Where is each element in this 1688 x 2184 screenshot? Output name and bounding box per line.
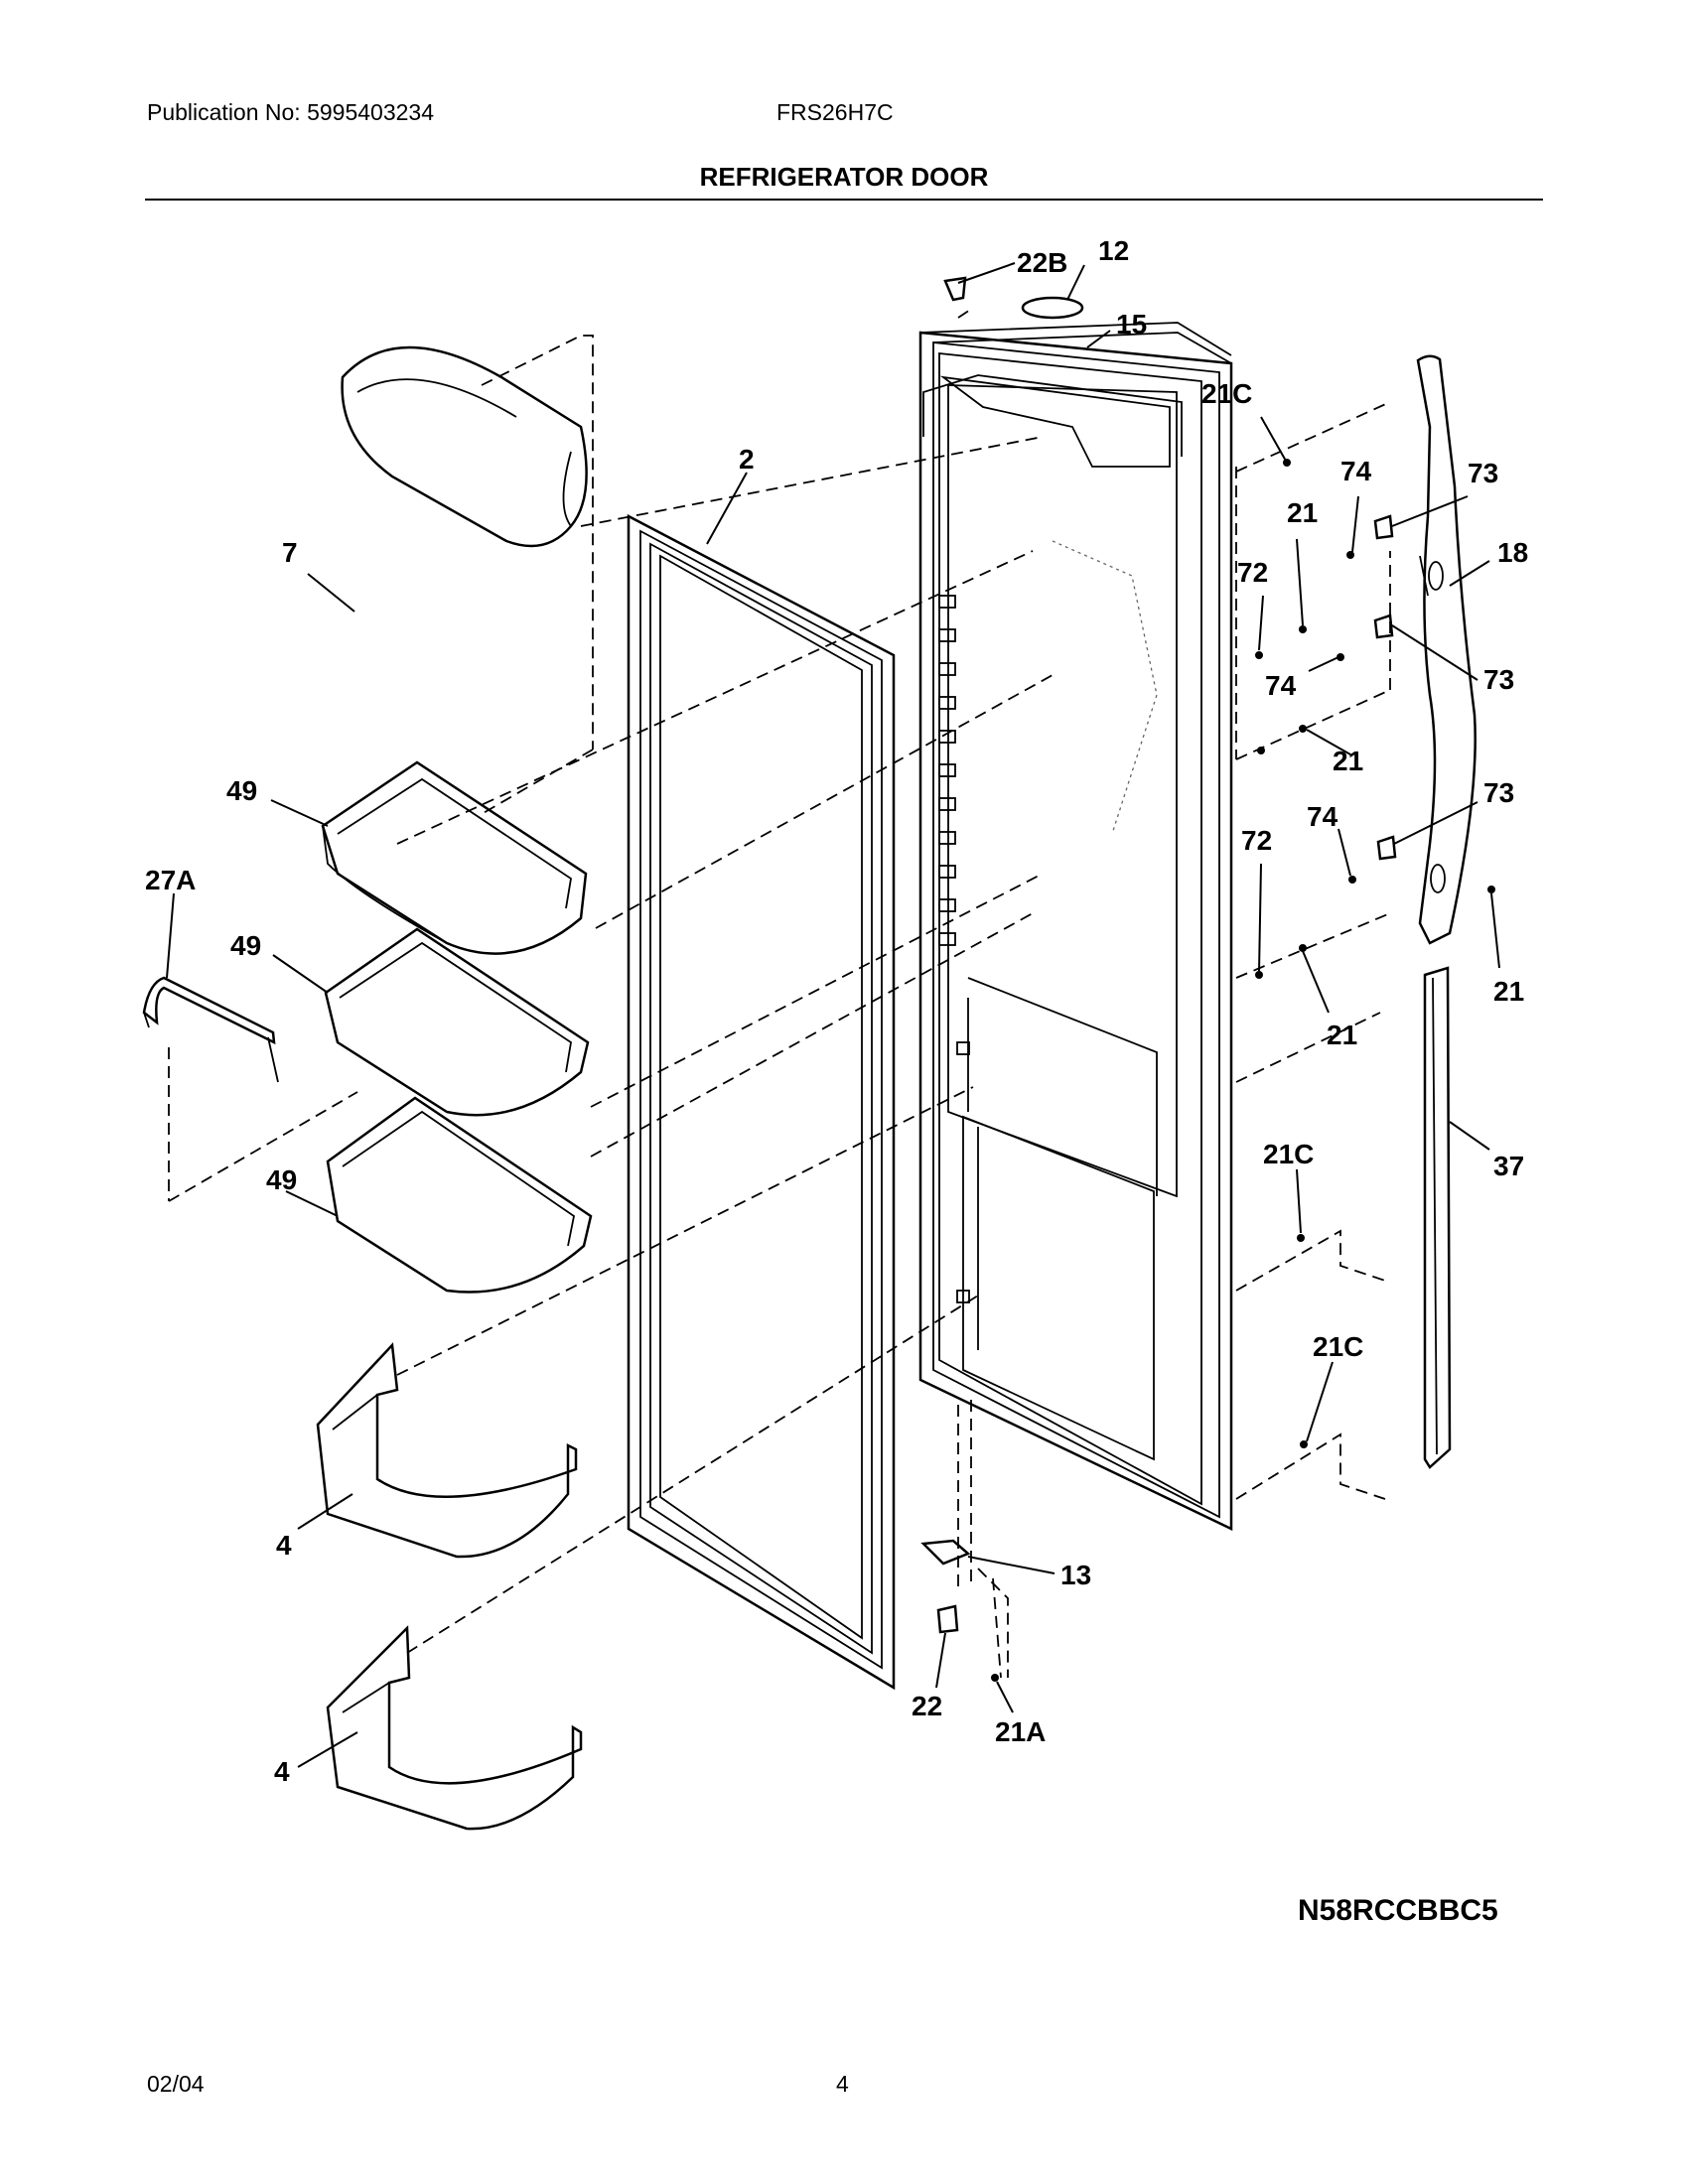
callout-21c-top: 21C [1201, 378, 1252, 409]
callout-37: 37 [1493, 1151, 1524, 1181]
callout-7: 7 [282, 537, 298, 568]
callout-27a: 27A [145, 865, 196, 895]
bin-handle [142, 976, 279, 1083]
callout-73-top: 73 [1468, 458, 1498, 488]
callout-73-mid: 73 [1483, 664, 1514, 695]
callout-13: 13 [1060, 1560, 1091, 1590]
callout-21c-low: 21C [1313, 1331, 1363, 1362]
callout-labels: 22B 12 15 2 7 21C 74 73 21 18 72 74 73 2… [145, 235, 1528, 1787]
callout-74-mid: 74 [1265, 670, 1297, 701]
callout-4-upper: 4 [276, 1530, 292, 1561]
callout-22: 22 [912, 1691, 942, 1721]
callout-21-top: 21 [1287, 497, 1318, 528]
callout-49-middle: 49 [230, 930, 261, 961]
door-gasket [627, 513, 896, 1691]
leader-lines [166, 262, 1500, 1768]
hardware-parts [920, 276, 1397, 1634]
door-handle [1416, 354, 1477, 945]
dairy-canister [341, 345, 588, 548]
door-shelf-upper [316, 1342, 578, 1559]
callout-22b: 22B [1017, 247, 1067, 278]
callout-2: 2 [739, 444, 755, 475]
callout-15: 15 [1116, 309, 1147, 340]
door-bin-upper [321, 760, 588, 955]
diagram-code: N58RCCBBC5 [1298, 1894, 1498, 1927]
model-number: FRS26H7C [776, 99, 894, 125]
callout-21c-mid: 21C [1263, 1139, 1314, 1169]
callout-72-top: 72 [1237, 557, 1268, 588]
callout-21-mid: 21 [1333, 746, 1363, 776]
door-assembly [918, 322, 1233, 1531]
callout-49-upper: 49 [226, 775, 257, 806]
callout-49-lower: 49 [266, 1164, 297, 1195]
callout-4-lower: 4 [274, 1756, 290, 1787]
door-bin-lower [326, 1096, 593, 1294]
handle-trim [1423, 966, 1452, 1469]
screws [991, 459, 1495, 1682]
callout-21a: 21A [995, 1716, 1046, 1747]
callout-21-handle: 21 [1493, 976, 1524, 1007]
page-number: 4 [836, 2071, 849, 2097]
callout-73-low: 73 [1483, 777, 1514, 808]
publication-date: 02/04 [147, 2071, 205, 2097]
door-bin-middle [324, 927, 590, 1117]
door-shelf-lower [326, 1625, 583, 1831]
assembly-lines [168, 307, 1391, 1679]
callout-72-mid: 72 [1241, 825, 1272, 856]
publication-number: Publication No: 5995403234 [147, 99, 435, 125]
title-rule [145, 199, 1543, 201]
callout-12: 12 [1098, 235, 1129, 266]
callout-74-low: 74 [1307, 801, 1338, 832]
callout-21-low: 21 [1327, 1020, 1357, 1050]
page-title: REFRIGERATOR DOOR [699, 162, 989, 192]
callout-74-top: 74 [1340, 456, 1372, 486]
callout-18: 18 [1497, 537, 1528, 568]
